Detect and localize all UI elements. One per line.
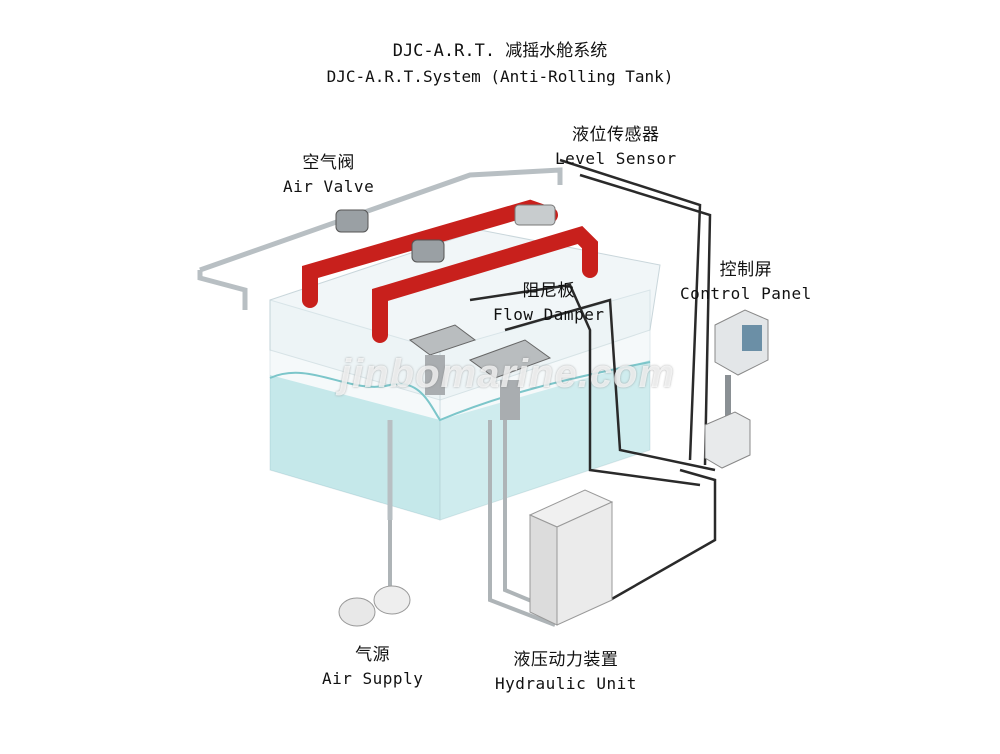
air-supply-cylinders	[338, 520, 411, 627]
air-supply-label: 气源 Air Supply	[322, 640, 423, 688]
cabinet-side	[529, 514, 558, 626]
damper-2	[468, 339, 552, 379]
hydraulic-unit-label: 液压动力装置 Hydraulic Unit	[495, 645, 637, 693]
air-valve-label-en: Air Valve	[283, 177, 375, 196]
control-panel-unit	[704, 309, 769, 469]
diagram-title-zh: DJC-A.R.T. 减摇水舱系统	[392, 41, 608, 61]
hydraulic-unit-cabinet	[528, 489, 614, 626]
air-valve-label-zh: 空气阀	[302, 153, 355, 173]
flow-damper-label-en: Flow Damper	[493, 305, 605, 324]
damper-1-stem	[425, 355, 445, 395]
air-valve-1	[335, 209, 369, 233]
watermark: jinbomarine.com	[340, 352, 676, 396]
air-cylinder-1	[338, 597, 376, 627]
level-sensor-box	[514, 204, 556, 226]
cabinet-front	[556, 501, 613, 626]
control-panel-label-zh: 控制屏	[719, 260, 773, 280]
control-panel-stand	[725, 375, 731, 430]
diagram-title-en: DJC-A.R.T.System (Anti-Rolling Tank)	[326, 67, 674, 86]
hydraulic-unit-label-zh: 液压动力装置	[513, 650, 619, 670]
level-sensor-label: 液位传感器 Level Sensor	[555, 120, 677, 168]
air-valve-label: 空气阀 Air Valve	[283, 148, 374, 196]
control-panel-label: 控制屏 Control Panel	[680, 255, 812, 303]
signal-cables	[469, 158, 717, 602]
control-panel-label-en: Control Panel	[680, 284, 812, 303]
air-cylinder-2	[373, 585, 411, 615]
air-valves	[335, 204, 556, 263]
water-front-left	[270, 375, 440, 520]
damper-1	[408, 324, 477, 356]
water-front-right	[440, 360, 650, 520]
flow-dampers	[408, 324, 552, 420]
water-surface	[269, 361, 651, 422]
crossover-pipe-front	[372, 225, 598, 343]
level-sensor-label-en: Level Sensor	[555, 149, 677, 168]
flow-damper-label: 阻尼板 Flow Damper	[493, 276, 604, 324]
air-valve-2	[411, 239, 445, 263]
flow-damper-label-zh: 阻尼板	[522, 281, 575, 301]
control-panel-display	[742, 325, 762, 351]
air-pipe	[197, 167, 563, 520]
air-supply-label-zh: 气源	[355, 645, 391, 665]
hydraulic-unit-label-en: Hydraulic Unit	[495, 674, 637, 693]
control-panel-base	[704, 411, 751, 469]
level-sensor-label-zh: 液位传感器	[572, 125, 660, 145]
air-supply-label-en: Air Supply	[322, 669, 424, 688]
tank	[269, 229, 661, 521]
damper-2-stem	[500, 380, 520, 420]
